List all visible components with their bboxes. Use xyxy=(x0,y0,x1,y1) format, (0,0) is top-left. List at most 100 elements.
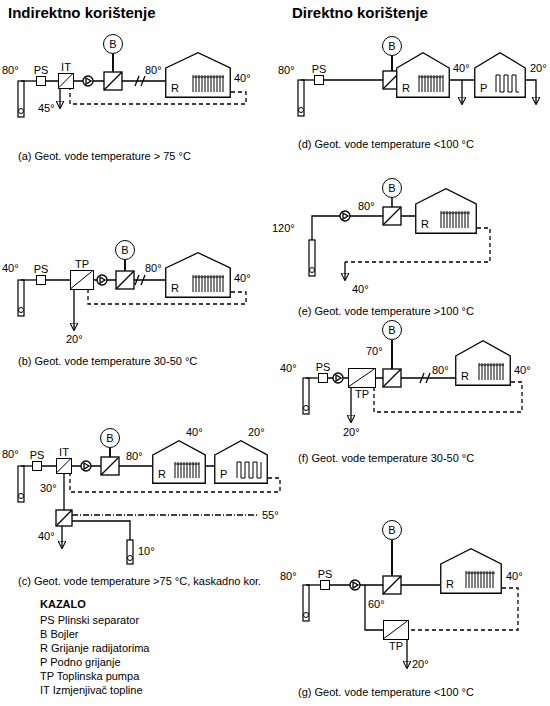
house-shape xyxy=(166,53,231,98)
temperature-label: 45° xyxy=(38,102,55,114)
temperature-label: 40° xyxy=(234,72,251,84)
temperature-label: 80° xyxy=(126,450,143,462)
radiator-fin xyxy=(456,211,457,228)
exchanger-diagonal xyxy=(59,74,72,87)
boil-symbol xyxy=(101,457,119,475)
house-shape xyxy=(215,441,268,484)
radiator-fin xyxy=(443,75,444,92)
pipe-line xyxy=(350,388,351,422)
floor-heating-house: P xyxy=(474,52,526,98)
pump-symbol xyxy=(350,580,360,590)
gas-separator-box: PS xyxy=(36,76,46,86)
radiator-fin xyxy=(444,211,445,228)
node-label: P xyxy=(480,82,487,94)
radiator-symbol xyxy=(419,75,443,92)
legend-heading: KAZALO xyxy=(40,598,86,611)
pipe-connector xyxy=(324,56,392,80)
node-label: R xyxy=(446,578,454,590)
house-shape xyxy=(416,189,477,234)
radiator-fin xyxy=(453,211,454,228)
house-shape xyxy=(397,53,450,98)
diagonal-line xyxy=(384,621,407,638)
pump-symbol xyxy=(128,556,133,561)
node-label: R xyxy=(171,282,179,294)
radiator-fin xyxy=(465,211,466,228)
house-shape xyxy=(475,53,526,98)
temperature-label: 40° xyxy=(506,570,523,582)
radiator-fin xyxy=(208,275,209,292)
radiator-fin xyxy=(211,75,212,92)
caption: (a) Geot. vode temperature > 75 °C xyxy=(18,150,191,163)
radiator-fin xyxy=(500,363,501,380)
node-label: PS xyxy=(30,449,45,461)
caption: (c) Geot. vode temperature >75 °C, kaska… xyxy=(18,575,261,588)
well-or-exchanger-shape xyxy=(56,510,72,526)
radiator-fin xyxy=(434,75,435,92)
boiler-circle: B xyxy=(382,178,402,198)
pipe-line xyxy=(63,474,64,510)
node-label: PS xyxy=(34,64,49,76)
radiator-fin xyxy=(419,75,420,92)
boil-symbol xyxy=(383,207,401,225)
pipe-connector xyxy=(46,80,58,82)
radiator-fin xyxy=(484,571,485,588)
temperature-label: 120° xyxy=(272,222,295,234)
exchanger-diagonal xyxy=(349,369,374,386)
temperature-label: 40° xyxy=(514,364,531,376)
radiator-symbol xyxy=(479,363,504,380)
floor-heating-house: P xyxy=(214,440,268,484)
radiator-fin xyxy=(440,75,441,92)
pipe-line xyxy=(526,80,536,104)
exchanger-diagonal xyxy=(57,459,70,472)
pipe-line xyxy=(406,640,407,668)
exchanger-box: IT xyxy=(56,458,72,474)
node-label: R xyxy=(421,218,429,230)
radiator-fin xyxy=(478,571,479,588)
temperature-label: 20° xyxy=(343,426,360,438)
pipe-line xyxy=(374,382,522,412)
floor-coil-symbol xyxy=(496,75,519,92)
temperature-label: 80° xyxy=(145,262,162,274)
node-label: TP xyxy=(355,388,369,400)
legend-entry: TP Toplinska pumpa xyxy=(40,670,139,683)
temperature-label: 40° xyxy=(280,362,297,374)
radiator-fin xyxy=(193,75,194,92)
radiator-fin xyxy=(223,275,224,292)
pipe-line xyxy=(409,588,518,630)
pipe-line xyxy=(306,584,320,585)
radiator-fin xyxy=(468,211,469,228)
caption: (e) Geot. vode temperature >100 °C xyxy=(298,305,474,318)
node-label: B xyxy=(388,324,395,336)
temperature-label: 40° xyxy=(2,262,19,274)
boil-symbol xyxy=(383,369,401,387)
radiator-fin xyxy=(493,571,494,588)
pump-symbol xyxy=(333,373,343,383)
gas-separator-box: PS xyxy=(32,461,42,471)
node-label: PS xyxy=(316,361,331,373)
temperature-label: 80° xyxy=(432,364,449,376)
radiator-pipe xyxy=(193,277,224,278)
well-or-exchanger-shape xyxy=(127,540,133,564)
radiator-house: R xyxy=(165,252,231,298)
house-shape xyxy=(166,253,231,298)
radiator-fin xyxy=(490,571,491,588)
gas-separator-box: PS xyxy=(318,373,328,383)
radiator-symbol xyxy=(441,211,470,228)
radiator-fin xyxy=(202,275,203,292)
well-symbol xyxy=(18,81,24,117)
radiator-fin xyxy=(481,571,482,588)
radiator-fin xyxy=(441,211,442,228)
radiator-fin xyxy=(503,363,504,380)
well-symbol xyxy=(18,280,24,316)
gas-separator-box: PS xyxy=(314,75,324,85)
caption: (b) Geot. vode temperature 30-50 °C xyxy=(18,355,197,368)
node-label: TP xyxy=(389,640,403,652)
radiator-fin xyxy=(447,211,448,228)
temperature-label: 40° xyxy=(453,62,470,74)
pipe-line xyxy=(21,279,36,280)
temperature-label: 80° xyxy=(2,448,19,460)
node-label: B xyxy=(121,244,128,256)
boil-symbol xyxy=(104,72,122,90)
radiator-symbol xyxy=(193,75,224,92)
node-label: B xyxy=(109,38,116,50)
